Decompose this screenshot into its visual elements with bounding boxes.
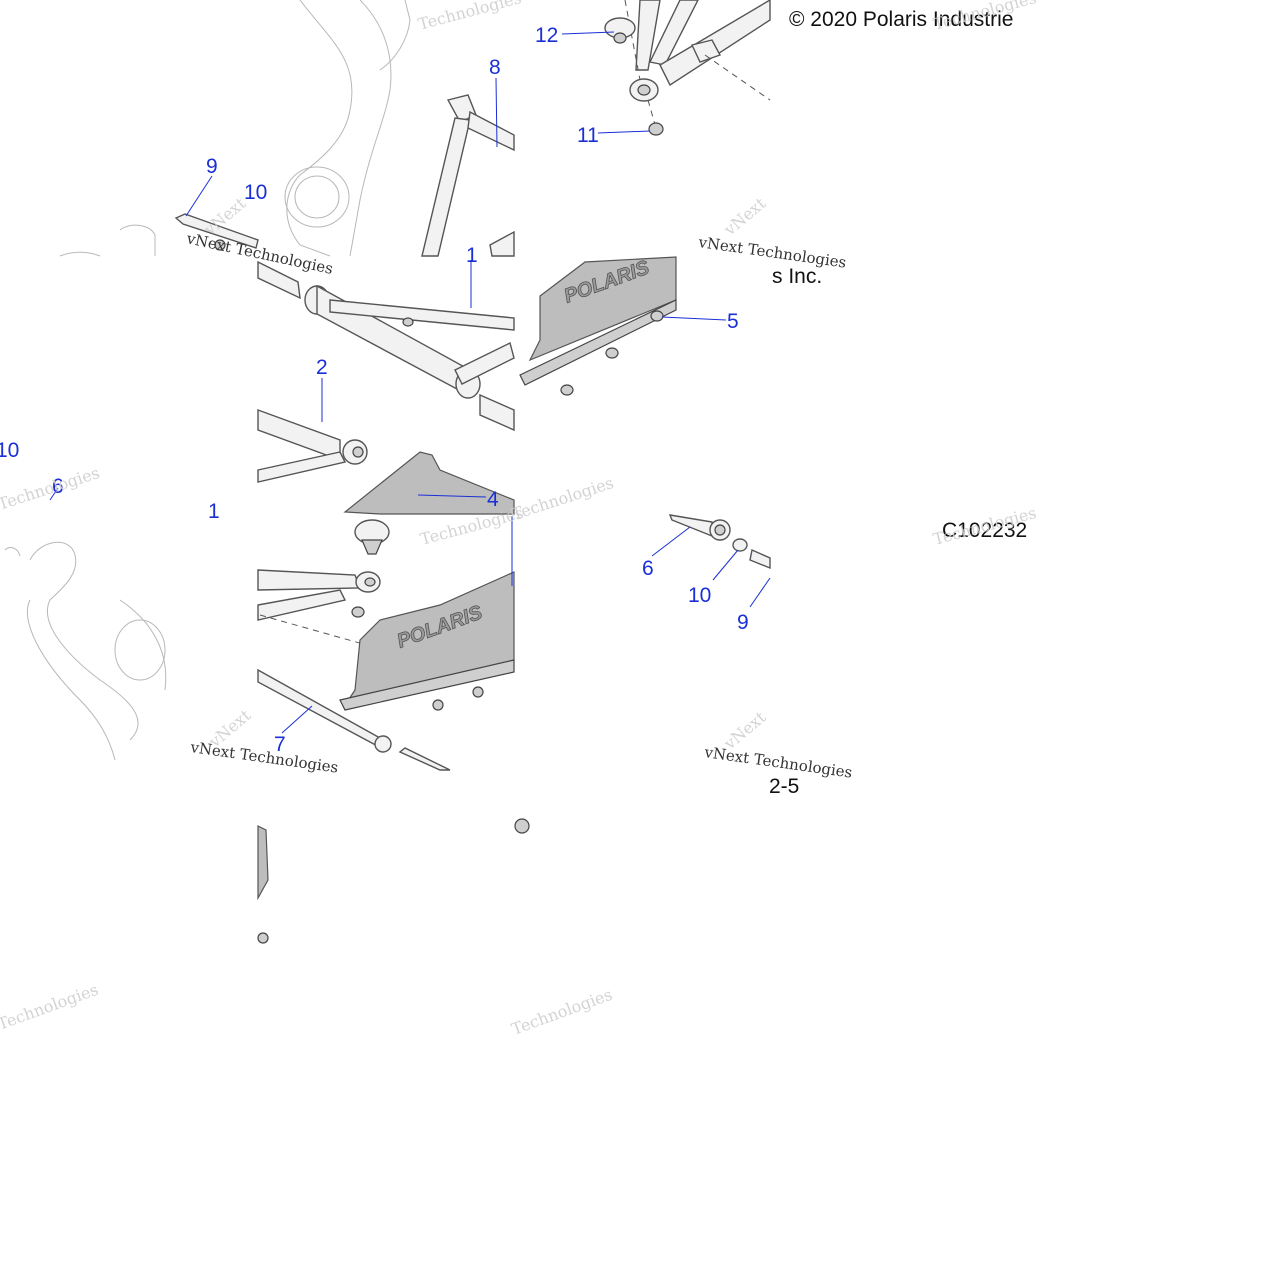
watermark-technologies-4: Technologies xyxy=(509,473,616,524)
watermark-technologies-3: Technologies xyxy=(0,463,102,514)
cap-item-12 xyxy=(604,17,636,44)
callout-1-left: 1 xyxy=(208,500,220,523)
callout-9-top: 9 xyxy=(206,155,218,178)
bolt-item-9-left xyxy=(174,213,259,251)
nut-item-11 xyxy=(648,122,664,136)
callout-10-left: 10 xyxy=(0,439,19,462)
callout-4: 4 xyxy=(487,488,499,511)
callout-6: 7 xyxy=(274,733,286,756)
callout-5: 5 xyxy=(727,310,739,333)
watermark-vnext-2: vNext xyxy=(720,193,770,239)
guard-with-logo-upper: POLARIS xyxy=(519,256,677,386)
guard-edge-fragment xyxy=(257,818,530,944)
guard-with-logo-lower: POLARIS xyxy=(339,571,515,711)
bolt-item-7-right xyxy=(668,514,771,570)
screws-item-5 xyxy=(560,310,664,396)
callout-10-top: 10 xyxy=(244,181,267,204)
drawing-code: C102232 xyxy=(942,519,1027,542)
callout-8: 8 xyxy=(489,56,501,79)
cap-item-center xyxy=(351,519,390,618)
knuckle-sketch-lower xyxy=(4,541,167,761)
callout-7-left: 6 xyxy=(52,475,64,498)
knuckle-sketch-top xyxy=(59,0,411,257)
copyright-text: © 2020 Polaris Industrie xyxy=(789,8,1013,31)
callout-11: 11 xyxy=(577,124,599,147)
upper-a-arm-top xyxy=(421,94,515,257)
watermark-technologies-8: Technologies xyxy=(509,985,615,1039)
callout-9-right: 9 xyxy=(737,611,749,634)
callout-1-top: 1 xyxy=(466,244,478,267)
a-arm-guard-item-4 xyxy=(343,451,515,515)
page-fragment: 2-5 xyxy=(769,775,799,798)
watermark-vnext-4: vNext xyxy=(720,707,770,753)
leader-lines xyxy=(49,31,771,734)
copyright-tail-text: s Inc. xyxy=(772,265,822,288)
callout-labels: 12 8 9 10 11 1 2 4 5 10 6 1 7 6 10 9 xyxy=(0,24,749,756)
watermark-technologies-1: Technologies xyxy=(416,0,523,34)
watermarks: Technologies vNext Technologies vNext vN… xyxy=(0,0,1038,1039)
callout-12: 12 xyxy=(535,24,558,47)
callout-7-right: 6 xyxy=(642,557,654,580)
upper-a-arm-assembly xyxy=(624,0,771,129)
lower-a-arm-assembly xyxy=(257,260,515,483)
lower-a-arm-rear xyxy=(257,569,451,771)
callout-2: 2 xyxy=(316,356,328,379)
watermark-technologies-7: Technologies xyxy=(0,980,101,1034)
callout-10-right: 10 xyxy=(688,584,711,607)
